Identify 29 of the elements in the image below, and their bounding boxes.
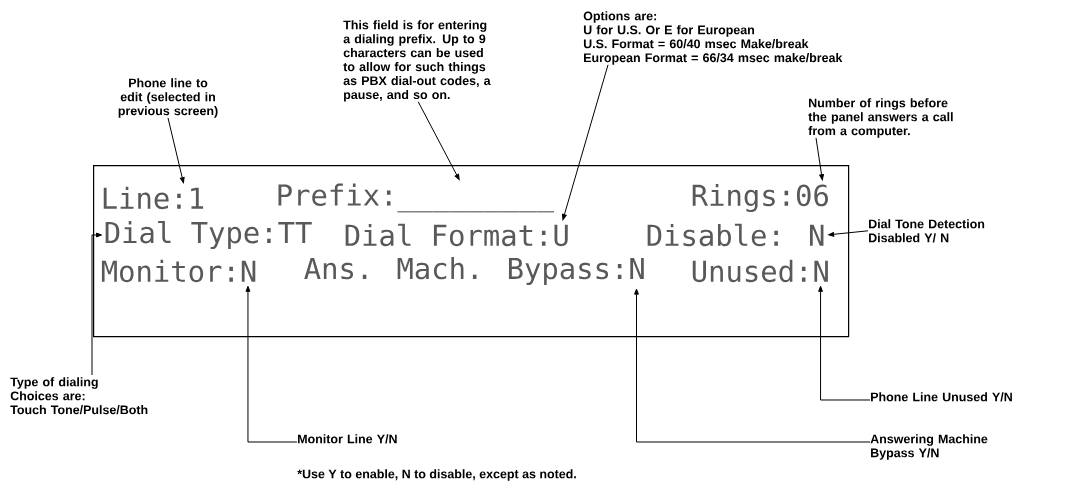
display-panel — [93, 165, 850, 338]
callout-text: This field is for entering a dialing prefix. Up to 9 characters can be used to allow for such things as PBX dial-out codes, a pause, and so on. — [343, 20, 491, 102]
leader-arrow — [818, 285, 871, 401]
display-field: Line:1 — [103, 186, 204, 210]
leader-arrow — [417, 101, 460, 181]
leader-arrow — [562, 64, 609, 221]
display-field: Ans. Mach. Bypass:N — [304, 257, 644, 285]
display-field: Dial Format:U — [345, 223, 568, 247]
display-field: Prefix:_________ — [278, 183, 554, 213]
display-field: Rings:06 — [692, 183, 828, 213]
callout-text: Options are: U for U.S. Or E for European U.S. Format = 60/40 msec Make/break European Format = 66/34 msec make/break — [583, 11, 843, 65]
leader-arrow — [828, 230, 869, 237]
callout-text: Phone Line Unused Y/N — [871, 392, 1012, 402]
callout-text: Phone line to edit (selected in previous screen) — [118, 78, 218, 118]
callout-text: Dial Tone Detection Disabled Y/ N — [869, 219, 985, 243]
leader-arrow — [815, 137, 824, 181]
callout-text: Answering Machine Bypass Y/N — [870, 434, 988, 460]
display-field: Disable: N — [647, 223, 824, 247]
leader-arrow — [167, 117, 185, 184]
leader-arrow — [634, 288, 871, 443]
leader-arrow — [245, 285, 298, 443]
display-field: Unused:N — [692, 259, 828, 283]
footnote: *Use Y to enable, N to disable, except as noted. — [297, 469, 576, 481]
callout-text: Type of dialing Choices are: Touch Tone/Pulse/Both — [10, 377, 148, 415]
display-field: Monitor:N — [101, 259, 256, 283]
callout-text: Monitor Line Y/N — [298, 434, 397, 444]
display-field: Dial Type:TT — [105, 220, 312, 250]
callout-text: Number of rings before the panel answers a call from a computer. — [808, 98, 953, 138]
leader-arrow — [91, 232, 102, 376]
